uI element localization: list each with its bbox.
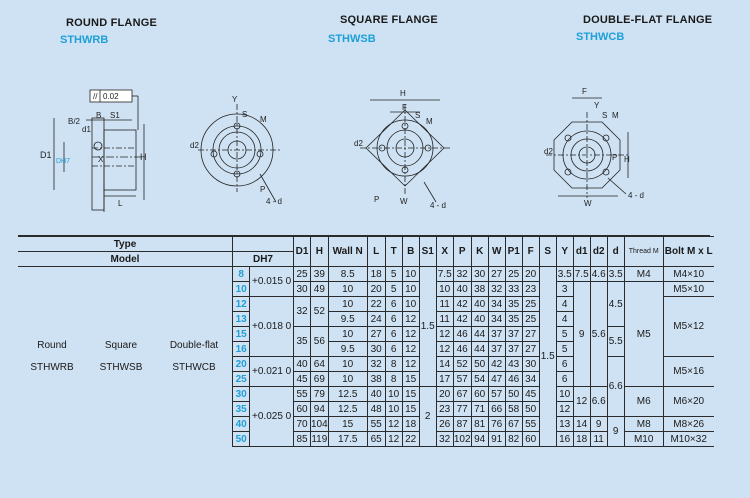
col-W: W (487, 236, 506, 267)
col-S1: S1 (418, 236, 437, 267)
tolerance-cell: +0.015 0 (249, 266, 294, 297)
svg-text:Y: Y (232, 95, 238, 104)
svg-text:F: F (402, 103, 407, 112)
col-bolt: Bolt M x L (662, 236, 714, 267)
svg-text:4 - d: 4 - d (430, 201, 446, 210)
svg-text:4 - d: 4 - d (628, 191, 644, 200)
svg-text:d2: d2 (544, 147, 553, 156)
svg-text:P: P (612, 153, 617, 162)
col-F: F (521, 236, 540, 267)
square-front-view-drawing: H F S M d2 W P 4 - d (340, 84, 460, 214)
model-header: Model (18, 251, 233, 267)
header-row-1: Type D1 H Wall N L T B S1 X P K W P1 F S… (18, 236, 714, 267)
col-L: L (366, 236, 386, 267)
col-S: S (538, 236, 557, 267)
round-flange-code: STHWRB (60, 34, 109, 46)
svg-text:S: S (602, 111, 607, 120)
size-cell: 8 (231, 266, 251, 282)
col-wall: Wall N (327, 236, 368, 267)
round-flange-title: ROUND FLANGE (66, 17, 158, 29)
col-H: H (310, 236, 329, 267)
svg-text:d2: d2 (354, 139, 363, 148)
svg-text:d1: d1 (82, 125, 91, 134)
round-front-view-drawing: Y S M d2 P 4 - d (180, 92, 295, 207)
square-flange-code: STHWSB (328, 33, 376, 45)
col-B: B (401, 236, 420, 267)
col-d1: d1 (572, 236, 591, 267)
svg-text:H: H (624, 155, 630, 164)
round-side-view-drawing: // 0.02 B/2 B S1 d1 H D1 DH7 X L (38, 88, 168, 218)
svg-text:S1: S1 (110, 111, 120, 120)
svg-text:H: H (140, 152, 147, 162)
svg-text:W: W (584, 199, 592, 208)
svg-text:M: M (612, 111, 619, 120)
dflat-flange-code: STHWCB (576, 31, 625, 43)
type-header: Type (18, 236, 233, 252)
col-P1: P1 (504, 236, 523, 267)
svg-text:B: B (96, 111, 101, 120)
svg-text:F: F (582, 87, 587, 96)
col-thread: Thread M (623, 236, 664, 267)
col-d: d (606, 236, 625, 267)
svg-text:L: L (118, 199, 123, 208)
svg-text:H: H (400, 89, 406, 98)
dflat-front-view-drawing: F Y S M d2 P H W 4 - d (542, 82, 657, 212)
svg-text:P: P (374, 195, 379, 204)
spec-table: Type D1 H Wall N L T B S1 X P K W P1 F S… (18, 236, 714, 447)
svg-text:W: W (400, 197, 408, 206)
col-D1: D1 (293, 236, 311, 267)
svg-text:0.02: 0.02 (103, 92, 119, 101)
svg-text:M: M (426, 117, 433, 126)
svg-text:B/2: B/2 (68, 117, 81, 126)
svg-text:X: X (98, 155, 104, 164)
col-P: P (452, 236, 472, 267)
svg-text:P: P (260, 185, 265, 194)
col-Y: Y (555, 236, 574, 267)
svg-text:S: S (415, 111, 420, 120)
svg-text:DH7: DH7 (56, 158, 70, 165)
dh7-header: DH7 (232, 251, 294, 267)
square-flange-title: SQUARE FLANGE (340, 14, 438, 26)
col-K: K (470, 236, 489, 267)
svg-text:Y: Y (594, 101, 600, 110)
svg-text:D1: D1 (40, 150, 52, 160)
svg-text://: // (93, 92, 98, 101)
col-T: T (384, 236, 403, 267)
svg-text:d2: d2 (190, 141, 199, 150)
dflat-flange-title: DOUBLE-FLAT FLANGE (583, 14, 713, 26)
svg-text:M: M (260, 115, 267, 124)
col-d2: d2 (589, 236, 608, 267)
svg-text:4 - d: 4 - d (266, 197, 282, 206)
header-row-2: Model DH7 (18, 251, 714, 267)
col-X: X (435, 236, 454, 267)
